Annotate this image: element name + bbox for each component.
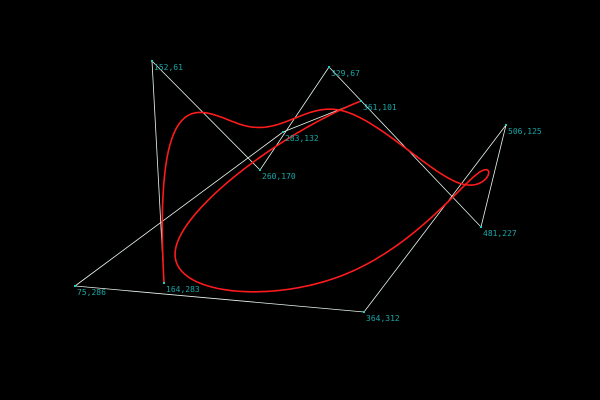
control-point[interactable]: 329,67: [328, 66, 360, 78]
control-point-marker[interactable]: [480, 226, 482, 228]
control-point-marker[interactable]: [163, 282, 165, 284]
control-point-marker[interactable]: [151, 60, 153, 62]
control-point-label: 481,227: [483, 229, 517, 238]
control-point-marker[interactable]: [259, 169, 261, 171]
control-polygon-line: [73, 59, 507, 313]
control-point[interactable]: 481,227: [480, 226, 517, 238]
control-point[interactable]: 506,125: [505, 124, 542, 136]
control-point-label: 329,67: [331, 69, 360, 78]
control-point-label: 506,125: [508, 127, 542, 136]
control-point-label: 361,101: [363, 103, 397, 112]
control-point[interactable]: 260,170: [259, 169, 296, 181]
red-curve: [161, 100, 490, 293]
control-point-label: 283,132: [285, 134, 319, 143]
control-point-label: 75,286: [77, 288, 106, 297]
control-point-label: 164,283: [166, 285, 200, 294]
control-point-marker[interactable]: [74, 285, 76, 287]
control-point[interactable]: 164,283: [163, 282, 200, 294]
control-point-label: 152,61: [154, 63, 183, 72]
control-point[interactable]: 283,132: [282, 131, 319, 143]
control-point-label: 364,312: [366, 314, 400, 323]
curve-layer: [161, 100, 490, 293]
control-point-label: 260,170: [262, 172, 296, 181]
control-point[interactable]: 361,101: [360, 100, 397, 112]
control-point[interactable]: 152,61: [151, 60, 183, 72]
control-point-marker[interactable]: [328, 66, 330, 68]
control-point-marker[interactable]: [505, 124, 507, 126]
control-point[interactable]: 75,286: [74, 285, 106, 297]
control-point[interactable]: 364,312: [363, 311, 400, 323]
control-polygon: [73, 59, 507, 313]
control-points: 152,61 329,67 361,101 506,125 283,132 260,170…: [74, 60, 542, 323]
control-point-marker[interactable]: [363, 311, 365, 313]
control-point-marker[interactable]: [282, 131, 284, 133]
control-point-marker[interactable]: [360, 100, 362, 102]
